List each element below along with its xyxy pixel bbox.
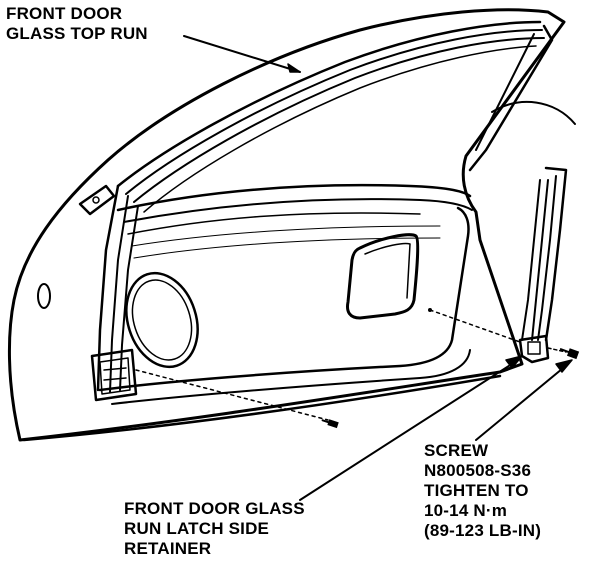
front-run-channel [96,184,120,392]
leader-top-run [183,35,301,73]
label-line: SCREW [424,441,489,460]
speaker-opening [125,271,199,369]
front-screw-leader [135,369,329,421]
rear-retainer-bracket [518,334,550,364]
mirror-hole [78,184,116,216]
label-line: RUN LATCH SIDE [124,519,270,538]
label-line: TIGHTEN TO [424,481,529,500]
label-line: FRONT DOOR GLASS [124,499,305,518]
label-line: FRONT DOOR [6,4,123,23]
glass-top-run [116,20,542,188]
rear-run-channel [544,166,568,342]
access-opening [346,233,420,320]
leader-retainer [299,359,519,501]
label-front-door-glass-top-run: FRONT DOOR GLASS TOP RUN [6,4,148,44]
label-line: 10-14 N·m [424,501,508,520]
hinge-hole [37,283,51,309]
label-line: RETAINER [124,539,212,558]
rear-screw-icon [559,348,580,360]
label-line: (89-123 LB-IN) [424,521,542,540]
label-line: N800508-S36 [424,461,532,480]
label-screw-spec: SCREW N800508-S36 TIGHTEN TO 10-14 N·m (… [424,441,541,541]
door-outer-panel [7,8,566,442]
latch-retainer-bracket [90,348,138,402]
rear-screw-leader [429,309,521,343]
label-latch-side-retainer: FRONT DOOR GLASS RUN LATCH SIDE RETAINER [124,499,305,559]
screw-icon [321,419,339,429]
leader-screw [475,363,569,441]
label-line: GLASS TOP RUN [6,24,148,43]
